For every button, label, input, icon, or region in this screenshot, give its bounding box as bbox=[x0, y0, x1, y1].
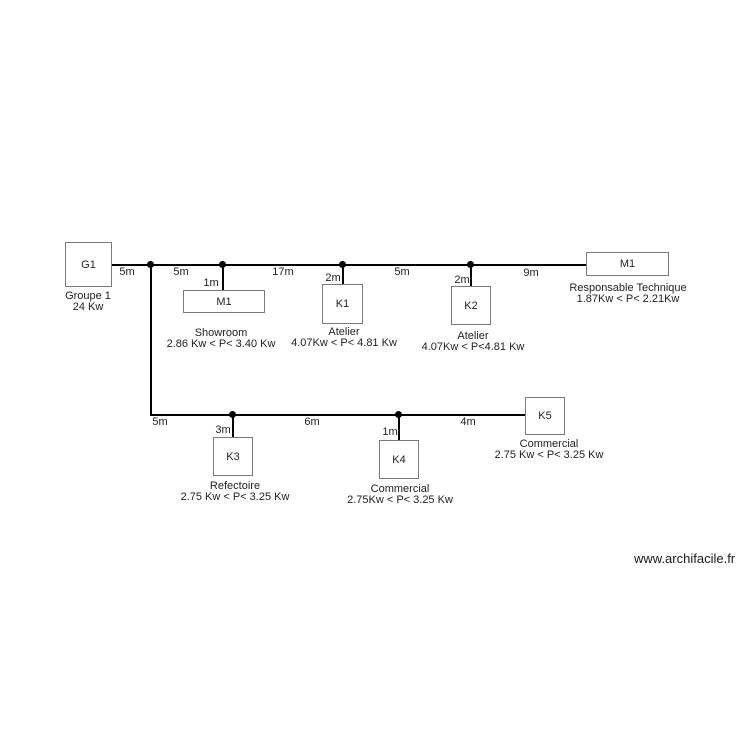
edge-label-j5-j6: 6m bbox=[304, 416, 320, 428]
edge-label-branch: 5m bbox=[152, 416, 168, 428]
caption-k3: Refectoire 2.75 Kw < P< 3.25 Kw bbox=[181, 481, 290, 503]
caption-name: Atelier bbox=[328, 326, 360, 338]
junction-dot bbox=[467, 261, 474, 268]
caption-name: Groupe 1 bbox=[65, 290, 111, 302]
caption-power: 1.87Kw < P< 2.21Kw bbox=[576, 293, 680, 305]
junction-dot bbox=[147, 261, 154, 268]
caption-k5: Commercial 2.75 Kw < P< 3.25 Kw bbox=[495, 439, 604, 461]
caption-power: 2.75Kw < P< 3.25 Kw bbox=[347, 494, 453, 506]
caption-name: Commercial bbox=[370, 483, 430, 495]
caption-power: 4.07Kw < P< 4.81 Kw bbox=[291, 337, 397, 349]
caption-power: 24 Kw bbox=[72, 301, 104, 313]
node-id-label: K4 bbox=[392, 453, 406, 466]
node-id-label: K2 bbox=[464, 299, 478, 312]
caption-name: Commercial bbox=[519, 438, 579, 450]
junction-dot bbox=[219, 261, 226, 268]
caption-m1-responsable: Responsable Technique 1.87Kw < P< 2.21Kw bbox=[569, 283, 686, 305]
m1-showroom-drop-line bbox=[222, 264, 224, 290]
caption-power: 2.75 Kw < P< 3.25 Kw bbox=[494, 449, 604, 461]
edge-label-j4-m1r: 9m bbox=[523, 267, 539, 279]
branch-vertical-line bbox=[150, 264, 152, 416]
node-id-label: M1 bbox=[216, 295, 232, 308]
node-id-label: K3 bbox=[226, 450, 240, 463]
node-box-k2[interactable]: K2 bbox=[451, 286, 491, 325]
k4-drop-line bbox=[398, 414, 400, 440]
lower-bus-line bbox=[150, 414, 525, 416]
caption-k1: Atelier 4.07Kw < P< 4.81 Kw bbox=[291, 327, 397, 349]
caption-m1-showroom: Showroom 2.86 Kw < P< 3.40 Kw bbox=[167, 328, 276, 350]
edge-label-k1-drop: 2m bbox=[325, 272, 341, 284]
k1-drop-line bbox=[342, 264, 344, 284]
caption-power: 2.86 Kw < P< 3.40 Kw bbox=[166, 338, 276, 350]
caption-g1: Groupe 1 24 Kw bbox=[65, 291, 111, 313]
edge-label-j3-j4: 5m bbox=[394, 266, 410, 278]
node-box-m1-responsable[interactable]: M1 bbox=[586, 252, 669, 276]
node-id-label: K5 bbox=[538, 410, 552, 422]
caption-name: Atelier bbox=[457, 330, 489, 342]
edge-label-j6-k5: 4m bbox=[460, 416, 476, 428]
caption-name: Refectoire bbox=[209, 480, 261, 492]
caption-k4: Commercial 2.75Kw < P< 3.25 Kw bbox=[347, 484, 453, 506]
node-id-label: M1 bbox=[619, 258, 636, 270]
edge-label-m1s-drop: 1m bbox=[203, 277, 219, 289]
node-box-m1-showroom[interactable]: M1 bbox=[183, 290, 265, 313]
node-id-label: G1 bbox=[81, 258, 96, 271]
caption-name: Responsable Technique bbox=[569, 282, 687, 294]
caption-power: 4.07Kw < P<4.81 Kw bbox=[421, 341, 525, 353]
edge-label-k3-drop: 3m bbox=[215, 424, 231, 436]
junction-dot bbox=[339, 261, 346, 268]
node-box-k3[interactable]: K3 bbox=[213, 437, 253, 476]
k3-drop-line bbox=[232, 414, 234, 437]
caption-power: 2.75 Kw < P< 3.25 Kw bbox=[180, 491, 290, 503]
edge-label-j2-j3: 17m bbox=[272, 266, 294, 278]
caption-name: Showroom bbox=[194, 327, 248, 339]
edge-label-k4-drop: 1m bbox=[382, 426, 398, 438]
watermark-link[interactable]: www.archifacile.fr bbox=[634, 551, 736, 566]
node-box-k4[interactable]: K4 bbox=[379, 440, 419, 479]
node-box-k1[interactable]: K1 bbox=[322, 284, 363, 324]
node-id-label: K1 bbox=[335, 298, 350, 310]
main-bus-line bbox=[112, 264, 586, 266]
edge-label-g1-j1: 5m bbox=[119, 266, 135, 278]
node-box-g1[interactable]: G1 bbox=[65, 242, 112, 287]
junction-dot bbox=[229, 411, 236, 418]
k2-drop-line bbox=[470, 264, 472, 286]
caption-k2: Atelier 4.07Kw < P<4.81 Kw bbox=[422, 331, 525, 353]
edge-label-k2-drop: 2m bbox=[454, 274, 470, 286]
node-box-k5[interactable]: K5 bbox=[525, 397, 565, 435]
edge-label-j1-j2: 5m bbox=[173, 266, 189, 278]
junction-dot bbox=[395, 411, 402, 418]
